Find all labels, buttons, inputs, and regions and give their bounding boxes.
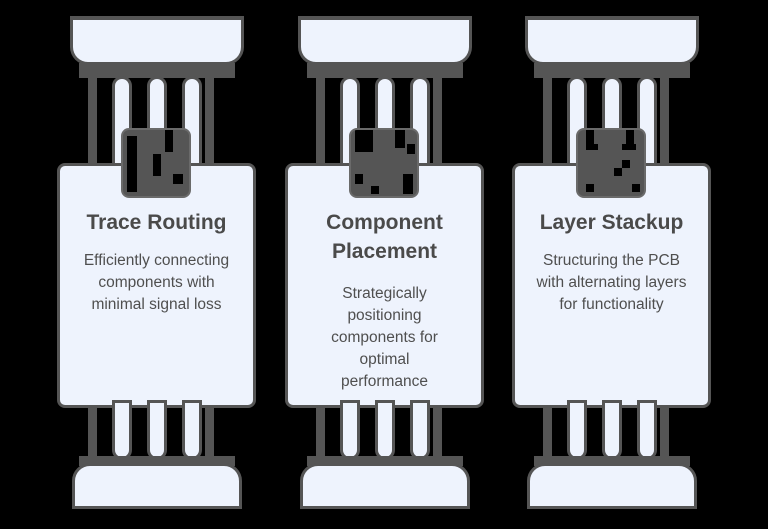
pillar-flute <box>375 400 395 460</box>
pillar-rod <box>660 406 669 458</box>
pillar-rod <box>316 406 325 458</box>
pillar-rod <box>205 70 214 165</box>
pillar-rod <box>88 70 97 165</box>
capital-bar <box>534 63 690 78</box>
pillar-title: Layer Stackup <box>539 211 684 234</box>
pillar-capital <box>70 16 244 65</box>
pillar-component-placement: Component Placement Strategically positi… <box>285 0 513 529</box>
pillar-rod <box>543 406 552 458</box>
pillar-rod <box>660 70 669 165</box>
capital-bar <box>307 63 463 78</box>
trace-routing-icon <box>121 128 191 198</box>
pillar-capital <box>298 16 472 65</box>
pillar-rod <box>88 406 97 458</box>
pillar-description: Efficiently connecting components with m… <box>83 252 230 313</box>
pillar-card: Component Placement Strategically positi… <box>285 163 484 408</box>
pillar-flute <box>182 400 202 460</box>
component-placement-icon <box>349 128 419 198</box>
base-bar <box>534 456 690 466</box>
pillar-layer-stackup: Layer Stackup Structuring the PCB with a… <box>512 0 740 529</box>
pillar-rod <box>205 406 214 458</box>
layer-stackup-icon <box>576 128 646 198</box>
pillar-title: Component Placement <box>326 211 443 263</box>
pillar-base <box>300 463 470 509</box>
base-bar <box>307 456 463 466</box>
pillar-flute <box>637 400 657 460</box>
pillar-flute <box>410 400 430 460</box>
pillar-flute <box>567 400 587 460</box>
pillar-trace-routing: Trace Routing Efficiently connecting com… <box>57 0 285 529</box>
pillar-flute <box>147 400 167 460</box>
pillar-flute <box>112 400 132 460</box>
pillar-base <box>527 463 697 509</box>
pillar-rod <box>433 406 442 458</box>
pillar-card: Trace Routing Efficiently connecting com… <box>57 163 256 408</box>
pillar-rod <box>543 70 552 165</box>
pillar-description: Strategically positioning components for… <box>331 285 438 390</box>
pillar-rod <box>316 70 325 165</box>
pillar-description: Structuring the PCB with alternating lay… <box>536 252 687 313</box>
pillar-card: Layer Stackup Structuring the PCB with a… <box>512 163 711 408</box>
pillar-capital <box>525 16 699 65</box>
base-bar <box>79 456 235 466</box>
pillar-rod <box>433 70 442 165</box>
pillar-base <box>72 463 242 509</box>
capital-bar <box>79 63 235 78</box>
pillar-flute <box>340 400 360 460</box>
pillar-flute <box>602 400 622 460</box>
pillar-title: Trace Routing <box>86 211 227 234</box>
